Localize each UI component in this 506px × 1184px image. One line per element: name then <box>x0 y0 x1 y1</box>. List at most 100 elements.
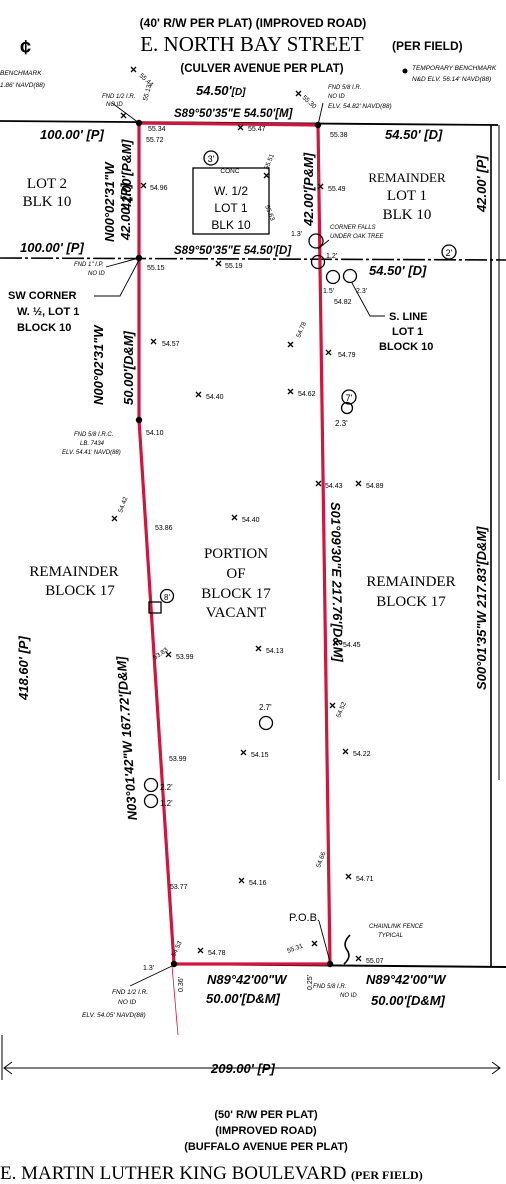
south-road-improved: (IMPROVED ROAD) <box>215 1125 317 1137</box>
elev-5466: 54.66 <box>315 851 327 869</box>
leader-pob <box>318 920 331 963</box>
chainlink-fence-symbol <box>343 934 351 965</box>
sw-monument-line-2: NO ID <box>118 999 136 1006</box>
remainder-lot1-label-3: BLK 10 <box>383 207 432 223</box>
west-upper-distance-visible: 42.00'[P&M] <box>120 139 134 211</box>
s-line-label-1: S. LINE <box>389 311 428 323</box>
sw-corner-label-3: BLOCK 10 <box>17 322 71 334</box>
south-east-distance: 50.00'[D&M] <box>371 993 446 1008</box>
centerline-symbol: ¢ <box>20 37 31 59</box>
portion-label-1: PORTION <box>204 546 268 562</box>
dim-025: 0.25' <box>307 975 314 990</box>
ne-monument-line-2: NO ID <box>328 94 345 100</box>
tree-circle-8 <box>159 588 175 604</box>
tree-symbols <box>143 150 457 809</box>
elev-5457: 54.57 <box>162 341 180 348</box>
tree-3-label: 3' <box>208 154 215 164</box>
monument-sw <box>170 960 178 968</box>
elev-5519: 55.19 <box>225 263 243 270</box>
right-top-dimension: 54.50' [D] <box>385 127 443 142</box>
bottom-dimension-arrow-left <box>3 1061 13 1075</box>
benchmark-left-elev: 1.86' NAVD(88) <box>0 82 45 89</box>
elev-5531: 55.31 <box>286 943 304 955</box>
tree-7-dist: 2.3' <box>335 419 348 428</box>
tree-27-label: 2.7' <box>259 703 272 712</box>
tree-circle-b <box>325 269 341 285</box>
remainder-west-label-2: BLOCK 17 <box>45 583 115 599</box>
gap-12: 1.2' <box>326 253 337 260</box>
block-lines <box>0 120 506 1080</box>
south-road-name-main: E. MARTIN LUTHER KING BOULEVARD <box>0 1163 346 1184</box>
elev-5534: 55.34 <box>148 126 166 133</box>
elev-5415: 54.15 <box>251 752 269 759</box>
corner-falls-line-1: CORNER FALLS <box>330 225 376 231</box>
top-record-distance-value: 54.50' <box>196 83 233 98</box>
elev-5572: 55.72 <box>146 137 164 144</box>
tree-2-label: 2' <box>446 248 453 258</box>
elev-5530: 55.30 <box>301 94 318 110</box>
elev-5410: 54.10 <box>146 430 164 437</box>
south-road-alt: (BUFFALO AVENUE PER PLAT) <box>184 1141 348 1153</box>
tree-circle-oak <box>308 233 324 249</box>
w-mid-monument-line-2: NO ID <box>88 271 105 277</box>
north-line-bearing-measured: S89°50'35"E 54.50'[M] <box>174 108 294 120</box>
west-mid-bearing: N00°02'31"W <box>91 324 106 405</box>
elev-5442: 54.42 <box>117 496 129 514</box>
pob-label: P.O.B. <box>289 912 320 924</box>
west-upper-bearing: N00°02'31"W <box>102 161 117 242</box>
lot2-label-2: BLK 10 <box>23 194 72 210</box>
leader-w-mid-monument <box>105 257 140 268</box>
north-road-alt-name: (CULVER AVENUE PER PLAT) <box>180 63 343 75</box>
elev-5386: 53.86 <box>155 525 173 532</box>
tree-circle-12 <box>143 793 159 809</box>
right-mid-dimension: 54.50' [D] <box>369 263 427 278</box>
elev-5482: 54.82 <box>334 299 352 306</box>
lot2-side-dimension: 42.00' [P] <box>118 183 133 241</box>
elev-5443: 54.43 <box>325 483 343 490</box>
portion-label-4: VACANT <box>206 605 267 621</box>
tree-circle-c <box>342 268 358 284</box>
dim-036: 0.36' <box>178 977 185 992</box>
north-road-name-suffix: (PER FIELD) <box>392 39 463 53</box>
elev-5416: 54.16 <box>249 880 267 887</box>
ne-monument-line-3: ELV. 54.82' NAVD(88) <box>328 103 392 110</box>
nw-monument-line-1: FND 1/2 I.R. <box>102 94 135 100</box>
concrete-label: CONC <box>220 168 239 175</box>
elev-5478b: 54.78 <box>208 950 226 957</box>
se-monument-line-1: FND 5/8 I.R. <box>313 984 346 990</box>
gap-23: 2.3' <box>356 288 367 295</box>
leader-s-line <box>351 282 385 317</box>
monument-w-rod <box>135 416 143 424</box>
left-top-dimension: 100.00' [P] <box>40 127 104 142</box>
remainder-east-label-1: REMAINDER <box>366 574 455 590</box>
sw-corner-label-1: SW CORNER <box>8 290 77 302</box>
tree-7-label: 7' <box>346 393 353 403</box>
tree-22-label: 2.2' <box>160 783 173 792</box>
tree-circle-2 <box>441 244 457 260</box>
elev-5515: 55.15 <box>147 265 165 272</box>
lot-line-middle <box>0 257 506 261</box>
tree-circle-22 <box>143 777 159 793</box>
east-lower-bearing: S01°09'30"E 217.76'[D&M] <box>328 502 346 663</box>
portion-label-3: BLOCK 17 <box>201 586 271 602</box>
south-road-name-suffix: (PER FIELD) <box>351 1168 423 1182</box>
benchmark-right-line1: TEMPORARY BENCHMARK <box>412 65 497 72</box>
sw-corner-label-2: W. ½, LOT 1 <box>17 306 79 318</box>
south-main-distance: 50.00'[D&M] <box>206 991 281 1006</box>
bottom-dimension: 209.00' [P] <box>210 1061 275 1076</box>
monument-se <box>326 960 334 968</box>
sw-monument-line-3: ELV. 54.05' NAVD(88) <box>82 1012 146 1019</box>
elev-5538: 55.38 <box>330 132 348 139</box>
concrete-pad-box <box>192 167 270 235</box>
tree-circle-7 <box>341 389 357 405</box>
south-road-name: E. MARTIN LUTHER KING BOULEVARD (PER FIE… <box>0 1163 423 1184</box>
top-record-distance-tag: [D] <box>231 87 247 98</box>
conc-box-line-2: LOT 1 <box>214 201 247 215</box>
tree-circle-a <box>310 254 326 270</box>
elev-5422: 54.22 <box>353 751 371 758</box>
leader-ne-monument <box>317 102 324 126</box>
elev-5563: 55.63 <box>263 204 276 222</box>
elev-5445: 54.45 <box>343 642 361 649</box>
elev-5452: 54.52 <box>335 701 348 719</box>
